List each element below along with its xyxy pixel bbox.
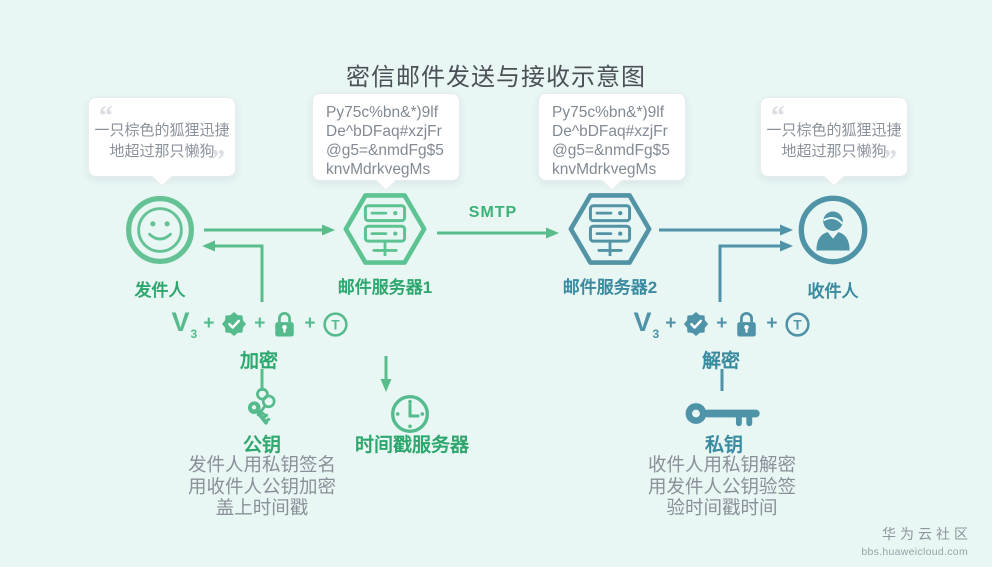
desc-line: 用收件人公钥加密	[187, 475, 336, 497]
desc-line: 用发件人公钥验签	[647, 475, 796, 497]
bubble-line: De^bDFaq#xzjFr	[552, 123, 668, 140]
private-key-icon	[685, 403, 760, 427]
smime-v3-icon: V3	[633, 307, 660, 341]
speech-bubble-server1-ciphertext: Py75c%bn&*)9lf De^bDFaq#xzjFr @g5=&nmdFg…	[312, 93, 460, 181]
bubble-text: Py75c%bn&*)9lf De^bDFaq#xzjFr @g5=&nmdFg…	[326, 103, 459, 179]
encryption-formula: V3 + + + T	[162, 303, 357, 345]
encrypt-label: 加密	[239, 351, 278, 372]
plus-sign: +	[254, 313, 266, 334]
server-hexagon-icon	[343, 193, 427, 265]
node-recipient: 收件人	[772, 191, 894, 302]
public-key-label: 公钥	[242, 435, 281, 456]
node-mail-server-1: 邮件服务器1	[313, 188, 457, 298]
bubble-line: 地超过那只懒狗	[781, 143, 887, 160]
arrow-decrypt-to-recipient	[718, 240, 793, 302]
private-key-label: 私钥	[704, 435, 743, 456]
desc-line: 收件人用私钥解密	[647, 454, 796, 475]
bubble-line: 一只棕色的狐狸迅捷	[766, 122, 902, 139]
bubble-text: Py75c%bn&*)9lf De^bDFaq#xzjFr @g5=&nmdFg…	[552, 103, 685, 179]
bubble-text: 一只棕色的狐狸迅捷 地超过那只懒狗	[89, 120, 235, 162]
bubble-line: @g5=&nmdFg$5	[552, 142, 670, 159]
timestamp-server-label: 时间戳服务器	[354, 435, 469, 456]
desc-line: 盖上时间戳	[215, 497, 309, 518]
v3-letter: V	[171, 307, 190, 338]
bubble-line: knvMdrkvegMs	[326, 161, 431, 178]
plus-sign: +	[304, 313, 316, 334]
decrypt-description: 收件人用私钥解密 用发件人公钥验签 验时间戳时间	[630, 454, 814, 519]
plus-sign: +	[203, 313, 215, 334]
bubble-line: De^bDFaq#xzjFr	[326, 123, 442, 140]
timestamp-t-icon: T	[322, 311, 348, 337]
plus-sign: +	[716, 313, 728, 334]
t-letter: T	[793, 317, 802, 332]
bubble-line: Py75c%bn&*)9lf	[552, 104, 665, 121]
person-avatar-icon	[798, 195, 868, 265]
encrypt-description: 发件人用私钥签名 用收件人公钥加密 盖上时间戳	[170, 454, 354, 519]
desc-line: 发件人用私钥签名	[187, 454, 336, 475]
open-quote-icon: “	[99, 101, 113, 132]
node-sender: 发件人	[100, 192, 220, 301]
watermark: 华为云社区 bbs.huaweicloud.com	[861, 524, 968, 558]
decryption-formula: V3 + + + T	[624, 303, 819, 345]
node-mail-server-2: 邮件服务器2	[538, 188, 682, 298]
padlock-icon	[737, 312, 757, 337]
timestamp-t-icon: T	[784, 311, 810, 337]
v3-letter: V	[633, 307, 652, 338]
desc-line: 验时间戳时间	[666, 497, 778, 518]
node-label-server1: 邮件服务器1	[337, 278, 433, 297]
plus-sign: +	[665, 313, 677, 334]
bubble-line: 一只棕色的狐狸迅捷	[94, 122, 230, 139]
speech-bubble-server2-ciphertext: Py75c%bn&*)9lf De^bDFaq#xzjFr @g5=&nmdFg…	[538, 93, 686, 181]
watermark-url: bbs.huaweicloud.com	[861, 546, 968, 558]
speech-bubble-recipient-plaintext: “ 一只棕色的狐狸迅捷 地超过那只懒狗 ”	[760, 97, 908, 177]
clock-icon	[391, 395, 429, 433]
node-label-sender: 发件人	[134, 281, 186, 300]
arrow-encrypt-to-sender	[202, 240, 264, 302]
decrypt-label: 解密	[701, 351, 740, 372]
smime-v3-icon: V3	[171, 307, 198, 341]
v3-subscript: 3	[190, 326, 198, 341]
bubble-line: knvMdrkvegMs	[552, 161, 657, 178]
smtp-label: SMTP	[468, 204, 518, 221]
plus-sign: +	[766, 313, 778, 334]
bubble-line: Py75c%bn&*)9lf	[326, 104, 439, 121]
node-label-server2: 邮件服务器2	[562, 278, 658, 297]
bubble-line: 地超过那只懒狗	[109, 143, 215, 160]
close-quote-icon: ”	[883, 145, 897, 176]
server-hexagon-icon	[568, 193, 652, 265]
close-quote-icon: ”	[211, 145, 225, 176]
t-letter: T	[331, 317, 340, 332]
watermark-title: 华为云社区	[882, 526, 972, 542]
bubble-line: @g5=&nmdFg$5	[326, 142, 444, 159]
certificate-badge-icon	[222, 311, 247, 337]
node-label-recipient: 收件人	[807, 282, 859, 301]
open-quote-icon: “	[771, 101, 785, 132]
public-key-keyring-icon	[247, 387, 276, 425]
bubble-text: 一只棕色的狐狸迅捷 地超过那只懒狗	[761, 120, 907, 162]
padlock-icon	[275, 312, 295, 337]
v3-subscript: 3	[652, 326, 660, 341]
smiley-face-icon	[126, 196, 194, 264]
speech-bubble-sender-plaintext: “ 一只棕色的狐狸迅捷 地超过那只懒狗 ”	[88, 97, 236, 177]
certificate-badge-icon	[684, 311, 709, 337]
diagram-title: 密信邮件发送与接收示意图	[346, 64, 646, 91]
